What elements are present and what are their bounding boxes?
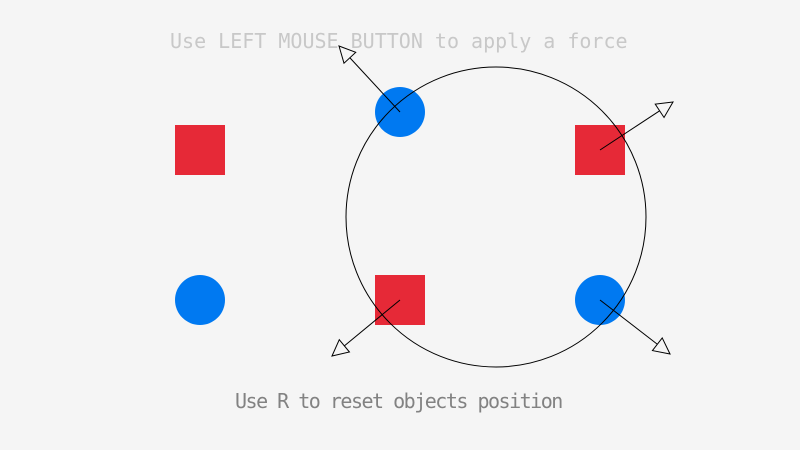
force-arrow-head [331,338,351,357]
force-arrow-head [651,336,671,355]
physics-square[interactable] [175,125,225,175]
force-arrow-head [338,45,357,65]
instruction-reset: Use R to reset objects position [235,389,563,413]
force-arrow-shaft [344,299,401,347]
force-arrow-shaft [599,299,658,345]
physics-ball[interactable] [175,275,225,325]
force-arrow-shaft [599,110,660,151]
force-arrow-head [654,101,674,119]
force-arrow-shaft [349,57,401,113]
instruction-apply-force: Use LEFT MOUSE BUTTON to apply a force [170,29,628,53]
boundary-circle [345,66,647,368]
